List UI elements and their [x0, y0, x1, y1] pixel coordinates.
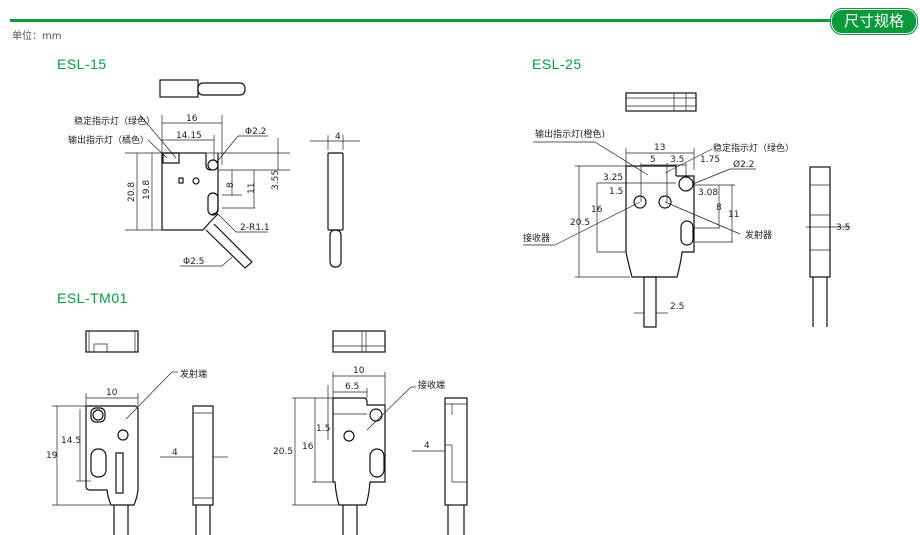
esl25-dim-11: 11 — [728, 210, 739, 220]
model-title-tm01: ESL-TM01 — [57, 290, 128, 306]
esl15-stable-led-label: 稳定指示灯（绿色） — [74, 115, 155, 127]
esl25-dim-cable: 2.5 — [670, 302, 684, 312]
esl25-output-led-label: 输出指示灯(橙色) — [535, 128, 605, 140]
tm01-emitter-dim-width: 10 — [106, 388, 118, 398]
esl15-output-led-label: 输出指示灯（橘色） — [68, 134, 149, 146]
esl25-receiver-label: 接收器 — [523, 232, 550, 244]
esl25-stable-led-label: 稳定指示灯（绿色） — [713, 142, 794, 154]
esl25-dim-16: 16 — [591, 205, 603, 215]
unit-label: 单位：mm — [12, 31, 62, 42]
esl25-emitter-label: 发射器 — [745, 229, 772, 241]
esl25-dim-3-25: 3.25 — [603, 173, 623, 183]
esl15-radius-label: 2-R1.1 — [240, 223, 270, 233]
tm01-receiver-dim-1-5: 1.5 — [316, 424, 330, 434]
tm01-emitter-dim-14-5: 14.5 — [61, 436, 81, 446]
tm01-receiver-dim-6-5: 6.5 — [345, 382, 359, 392]
esl15-drawing: 稳定指示灯（绿色） 输出指示灯（橘色） 16 14.15 Φ2.2 2-R1.1… — [68, 79, 360, 269]
section-divider — [10, 19, 840, 22]
tm01-receiver-dim-16: 16 — [302, 442, 314, 452]
esl15-hole-label: Φ2.2 — [245, 127, 266, 137]
esl25-dim-height: 20.5 — [570, 218, 590, 228]
esl25-dim-thickness: 3.5 — [836, 223, 850, 233]
tm01-emitter-dim-thickness: 4 — [172, 448, 178, 458]
esl25-dim-5: 5 — [650, 155, 656, 165]
esl25-dim-1-75: 1.75 — [700, 155, 720, 165]
esl15-dim-11: 11 — [247, 183, 257, 194]
section-title-badge: 尺寸规格 — [830, 8, 918, 35]
esl25-dim-width: 13 — [654, 143, 665, 153]
esl15-dim-8: 8 — [226, 182, 236, 188]
esl15-dim-led-offset: 14.15 — [176, 131, 202, 141]
tm01-receiver-dim-width: 10 — [353, 366, 365, 376]
tm01-emitter-drawing: 发射端 10 19 14.5 4 — [46, 330, 228, 535]
esl25-dim-8: 8 — [716, 203, 722, 213]
model-title-esl15: ESL-15 — [57, 56, 107, 72]
tm01-emitter-label: 发射端 — [180, 368, 207, 380]
esl15-cable-label: Φ2.5 — [183, 257, 204, 267]
esl15-dim-height: 20.8 — [127, 182, 137, 202]
esl15-dim-height2: 19.8 — [142, 180, 152, 200]
tm01-receiver-dim-thickness: 4 — [424, 441, 430, 451]
model-title-esl25: ESL-25 — [532, 56, 582, 72]
esl25-dim-3-08: 3.08 — [698, 188, 718, 198]
esl25-hole-label: Ø2.2 — [733, 159, 754, 170]
tm01-receiver-drawing: 接收端 10 6.5 1.5 20.5 16 4 — [273, 330, 468, 535]
esl25-drawing: 输出指示灯(橙色) 稳定指示灯（绿色） Ø2.2 13 5 3.5 1.75 3… — [523, 92, 850, 328]
esl25-dim-1-5: 1.5 — [609, 187, 623, 197]
tm01-emitter-dim-height: 19 — [46, 451, 58, 461]
esl15-dim-3-55: 3.55 — [271, 170, 281, 190]
tm01-receiver-label: 接收端 — [418, 379, 445, 391]
esl25-dim-3-5: 3.5 — [670, 155, 684, 165]
tm01-receiver-dim-height: 20.5 — [273, 447, 293, 457]
esl15-dim-thickness: 4 — [335, 132, 341, 142]
esl15-dim-width: 16 — [186, 114, 198, 124]
